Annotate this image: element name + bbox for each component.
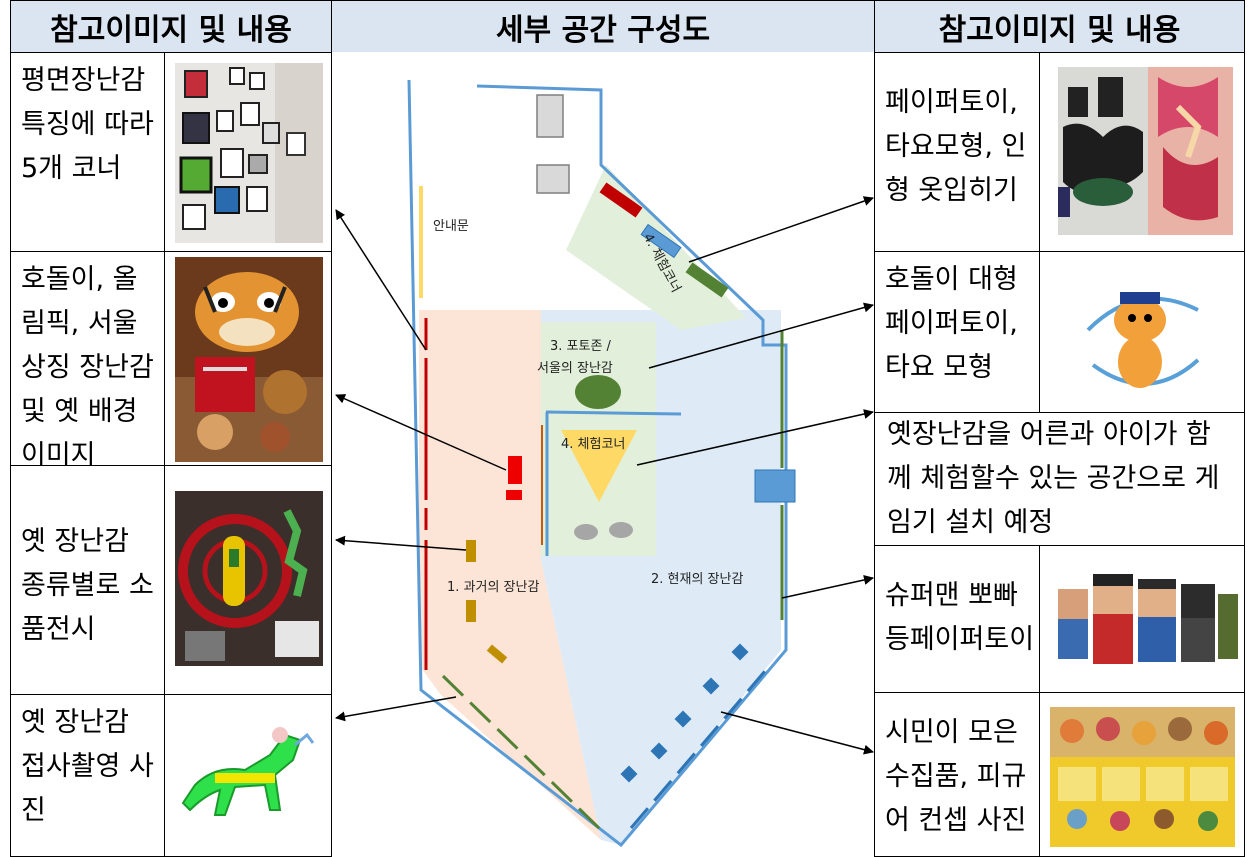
superhero-papertoys-image [1048,564,1238,674]
right-text-cell-1: 페이퍼토이, 타요모형, 인형 옷입히기 [874,52,1040,252]
header-left: 참고이미지 및 내용 [10,0,332,53]
blue-exhibit [731,643,749,661]
right-text-1: 페이퍼토이, 타요모형, 인형 옷입히기 [885,87,1027,206]
pointer-arrow [335,535,467,551]
blue-display [754,469,796,503]
blue-exhibit [620,765,638,783]
left-image-cell-3 [164,465,332,695]
green-horse-toy-image [175,715,323,835]
experience-zone-top-area [566,165,746,330]
pointer-arrow [648,302,874,369]
left-text-cell-1: 평면장난감 특징에 따라 5개 코너 [10,52,165,252]
gold-exhibit [466,540,476,562]
photo-spot [575,375,621,409]
right-text-2: 호돌이 대형 페이퍼토이, 타요 모형 [885,264,1018,383]
right-text-cell-2: 호돌이 대형 페이퍼토이, 타요 모형 [874,251,1040,413]
pointer-arrow [335,696,457,722]
display-box [536,94,564,138]
red-exhibit [508,456,522,484]
inner-wall-top [545,410,682,416]
left-text-3: 옛 장난감 종류별로 소품전시 [21,526,154,645]
gold-exhibit [486,644,508,664]
right-text-cell-4: 슈퍼맨 뽀빠 등페이퍼토이 [874,545,1040,693]
pointer-arrow [720,711,874,755]
green-exhibit [685,262,729,298]
pointer-arrow [335,209,427,351]
red-exhibit [506,490,522,500]
right-image-cell-5 [1039,692,1245,857]
left-image-cell-1 [164,52,332,252]
left-text-cell-2: 호돌이, 올림픽, 서울 상징 장난감 및 옛 배경 이미지 [10,251,165,471]
game-seat [609,522,633,538]
left-text-cell-3: 옛 장난감 종류별로 소품전시 [10,465,165,695]
experience-zone-mid-label: 4. 체험코너 [561,437,625,452]
right-image-cell-4 [1039,545,1245,693]
header-center: 세부 공간 구성도 [331,0,875,53]
header-right: 참고이미지 및 내용 [874,0,1245,53]
photo-frames-wall-image [175,63,323,243]
blue-exhibit [674,710,692,728]
photo-zone-label-1: 3. 포토존 / [550,339,612,354]
game-area-triangle [561,430,637,502]
blue-exhibit [702,677,720,695]
left-text-2: 호돌이, 올림픽, 서울 상징 장난감 및 옛 배경 이미지 [21,264,154,471]
game-seat [574,524,598,540]
right-text-3: 옛장난감을 어른과 아이가 함께 체험할수 있는 공간으로 게임기 설치 예정 [887,419,1220,538]
pointer-arrow [781,575,874,599]
past-zone-area [419,310,601,840]
blue-exhibit [650,742,668,760]
red-exhibit [599,182,643,218]
floor-plan-cell: 안내문 4. 체험코너 3. 포토존 / 서울의 장난감 [331,52,875,857]
papertoy-collage-image [1058,67,1233,235]
right-image-cell-1 [1039,52,1245,252]
left-text-4: 옛 장난감 접사촬영 사진 [21,707,154,826]
left-image-cell-2 [164,251,332,466]
right-text-5: 시민이 모은 수집품, 피규어 컨셉 사진 [885,717,1027,836]
left-image-cell-4 [164,694,332,857]
figure-collection-image [1050,707,1235,847]
display-box [536,164,570,194]
blue-exhibit [640,223,682,259]
left-text-cell-4: 옛 장난감 접사촬영 사진 [10,694,165,857]
past-zone-label: 1. 과거의 장난감 [447,580,539,595]
hodori-papertoy-image [1078,270,1208,398]
right-text-cell-5: 시민이 모은 수집품, 피규어 컨셉 사진 [874,692,1040,857]
photo-zone-label-2: 서울의 장난감 [537,361,613,376]
pointer-arrow [636,409,874,466]
guide-label: 안내문 [433,219,469,234]
left-text-1: 평면장난감 특징에 따라 5개 코너 [21,65,154,184]
gold-exhibit [466,600,476,622]
pointer-arrow [688,196,874,263]
right-image-cell-2 [1039,251,1245,413]
outer-wall [407,79,788,848]
pointer-arrow [335,394,507,471]
present-zone-label: 2. 현재의 장난감 [651,572,743,587]
right-text-cell-3: 옛장난감을 어른과 아이가 함께 체험할수 있는 공간으로 게임기 설치 예정 [874,412,1245,546]
old-toy-display-image [175,491,323,666]
right-text-4: 슈퍼맨 뽀빠 등페이퍼토이 [885,580,1035,655]
hodori-plush-image [175,257,323,462]
floor-plan: 안내문 4. 체험코너 3. 포토존 / 서울의 장난감 [335,79,874,848]
